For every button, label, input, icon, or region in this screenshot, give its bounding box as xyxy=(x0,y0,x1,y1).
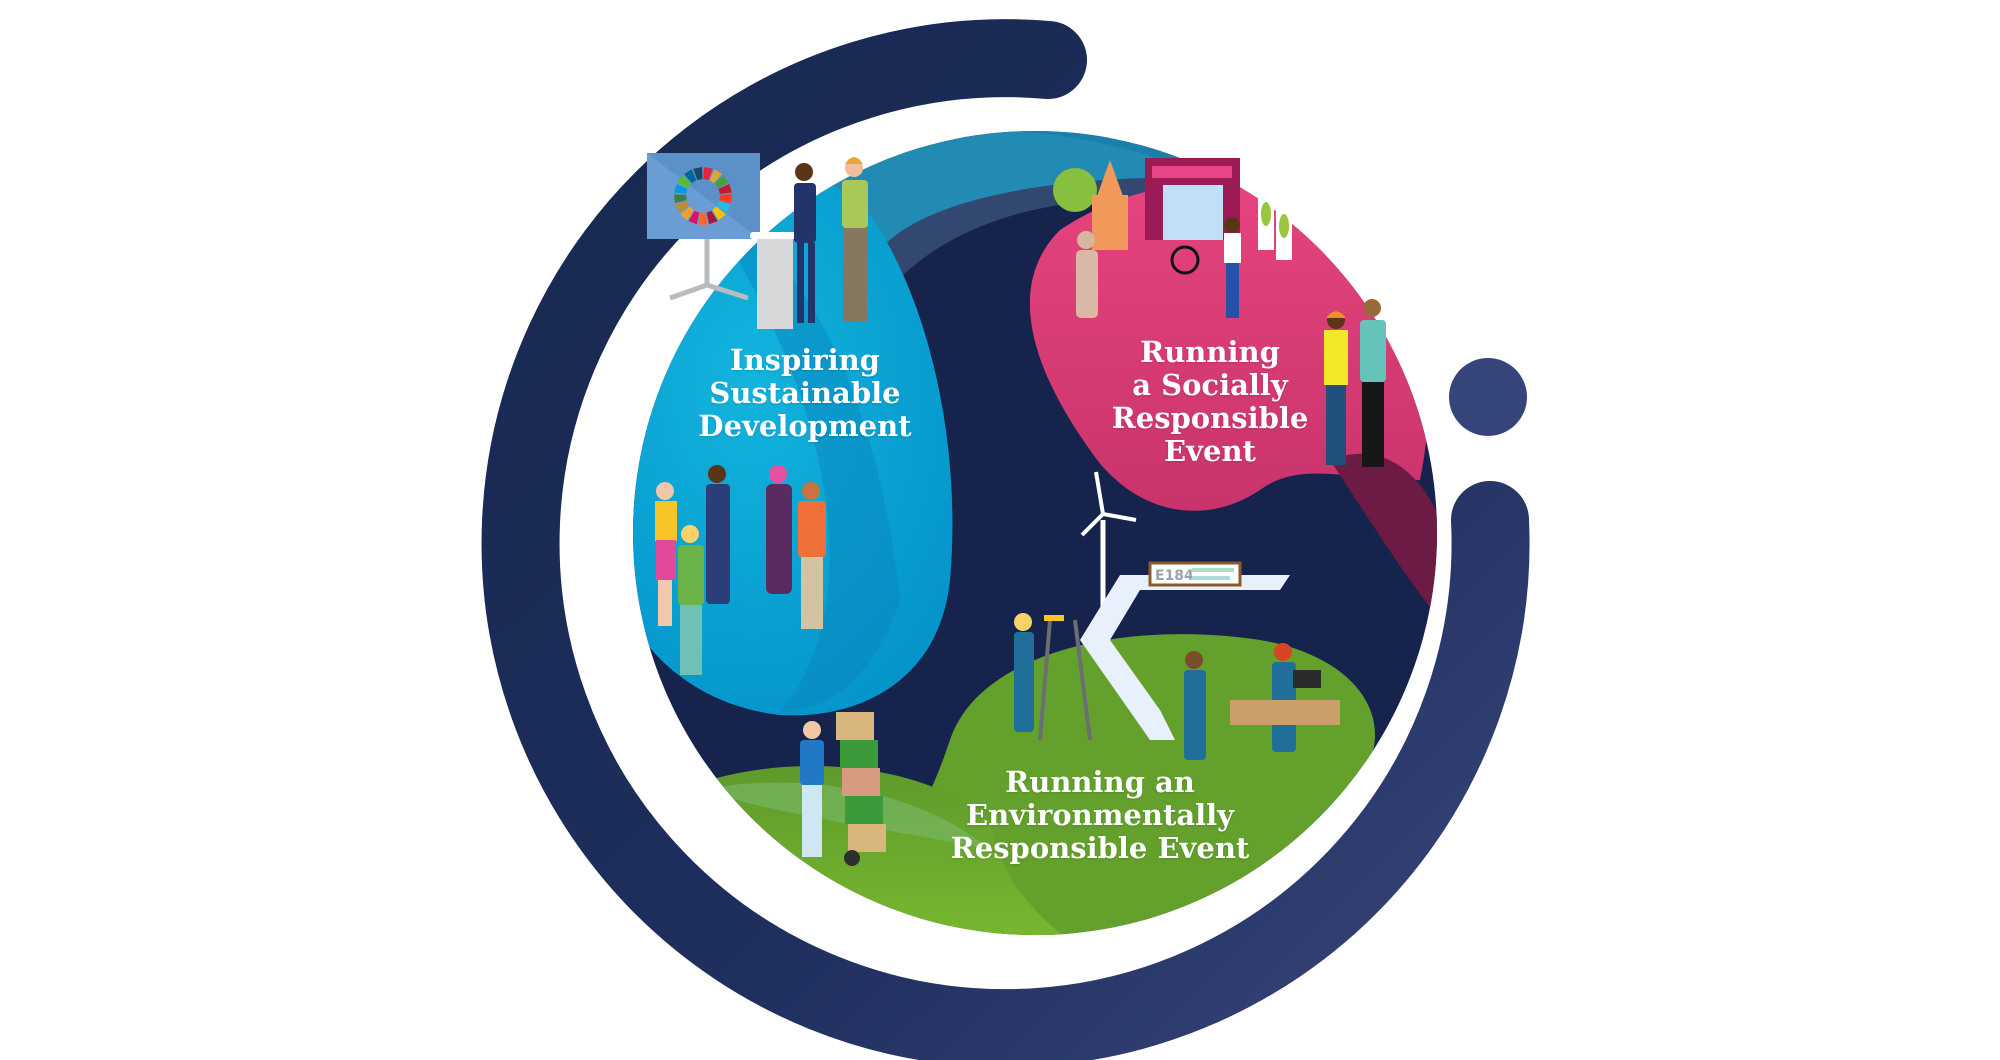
sdg-wheel-icon xyxy=(674,167,732,225)
sdg-wheel-segment xyxy=(714,175,729,188)
sdg-wheel-segment xyxy=(677,175,692,188)
stand-sign-code: E184 xyxy=(1155,568,1194,584)
sdg-wheel-segment xyxy=(719,194,732,204)
segment-label-environmentally-responsible-event: Running an Environmentally Responsible E… xyxy=(940,765,1260,866)
stand-frame: E184 xyxy=(1080,561,1290,740)
label-line: Event xyxy=(1164,434,1256,469)
sdg-wheel-segment xyxy=(680,206,694,221)
label-line: Responsible xyxy=(1111,401,1309,436)
recycling-boxes-trolley xyxy=(800,712,886,866)
sdg-wheel-segment xyxy=(684,169,697,184)
label-line: Inspiring xyxy=(730,343,880,377)
presenter-figures xyxy=(794,157,868,323)
label-line: Development xyxy=(698,409,912,444)
site-workers-figures xyxy=(1324,299,1386,467)
label-line: Running xyxy=(1140,335,1280,369)
label-line: Sustainable xyxy=(709,376,901,411)
wind-turbine-icon xyxy=(1080,471,1137,610)
label-line: a Socially xyxy=(1132,368,1288,403)
sdg-wheel-segment xyxy=(712,206,726,221)
label-line: Environmentally xyxy=(965,798,1235,833)
sdg-wheel-segment xyxy=(675,201,690,213)
green-sweep xyxy=(680,766,1100,935)
sdg-wheel-segment xyxy=(718,183,732,194)
sdg-wheel-segment xyxy=(693,167,703,180)
sdg-presentation-board xyxy=(647,153,808,329)
people-group-figures xyxy=(655,465,826,675)
segment-label-inspiring-sustainable-development: Inspiring Sustainable Development xyxy=(640,343,970,444)
social-scene xyxy=(1053,158,1292,318)
sdg-wheel-segment xyxy=(674,194,687,204)
segment-label-socially-responsible-event: Running a Socially Responsible Event xyxy=(1075,335,1345,469)
ring-dot xyxy=(1449,358,1527,436)
sdg-wheel-segment xyxy=(703,167,713,180)
sdg-wheel-segment xyxy=(674,183,688,194)
construction-workers-figures xyxy=(1014,613,1340,760)
sdg-wheel-segment xyxy=(698,212,708,225)
sdg-wheel-segment xyxy=(706,210,718,225)
sdg-wheel-segment xyxy=(688,210,700,225)
sdg-wheel-segment xyxy=(716,201,731,213)
label-line: Running an xyxy=(1005,765,1195,799)
label-line: Responsible Event xyxy=(950,831,1250,866)
sdg-wheel-segment xyxy=(709,169,722,184)
